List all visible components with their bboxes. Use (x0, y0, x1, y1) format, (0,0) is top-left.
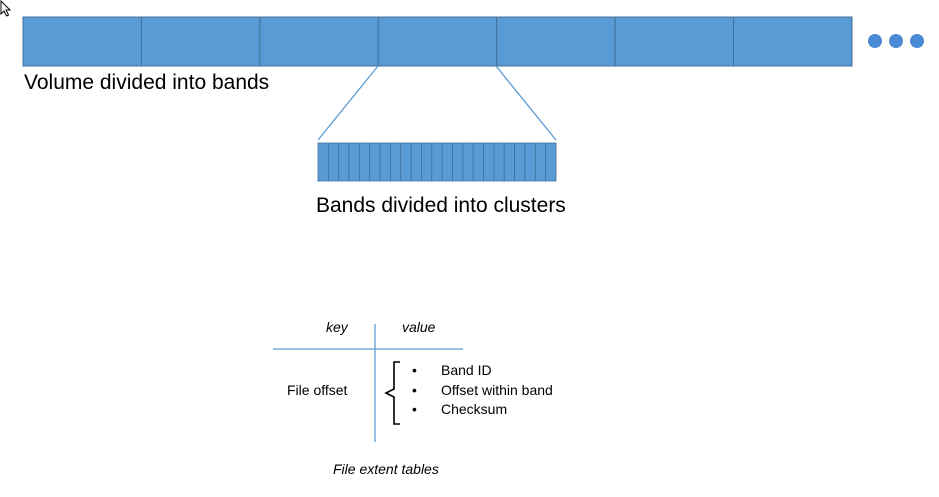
cluster-cell (358, 142, 371, 182)
dot (889, 34, 903, 48)
cluster-cell (327, 142, 340, 182)
curly-brace-icon (384, 361, 400, 425)
cluster-cell (400, 142, 412, 182)
cluster-cell (348, 142, 360, 182)
zoom-line-right (495, 65, 557, 141)
table-caption: File extent tables (333, 461, 439, 477)
cluster-cell (534, 142, 547, 182)
cluster-cell (317, 142, 329, 182)
table-value-list: Band ID Offset within band Checksum (412, 361, 553, 420)
cluster-cell (514, 142, 526, 182)
cluster-cell (483, 142, 495, 182)
band-cell (614, 16, 735, 67)
ellipsis-dots-icon (868, 34, 924, 48)
band-cell (377, 16, 498, 67)
zoom-connector-lines (317, 65, 557, 141)
dot (910, 34, 924, 48)
cluster-cell (452, 142, 464, 182)
cluster-cell (524, 142, 536, 182)
table-key-header: key (326, 319, 348, 335)
table-value-header: value (402, 319, 436, 335)
clusters-caption: Bands divided into clusters (316, 194, 566, 217)
volume-caption: Volume divided into bands (24, 71, 270, 94)
cluster-strip (317, 142, 557, 182)
table-key-cell: File offset (287, 382, 348, 398)
cluster-cell (338, 142, 350, 182)
band-cell (22, 16, 142, 67)
band-cell (259, 16, 379, 67)
list-item: Checksum (412, 400, 553, 420)
cluster-cell (545, 142, 557, 182)
cluster-cell (369, 142, 381, 182)
cluster-cell (410, 142, 422, 182)
cluster-cell (503, 142, 516, 182)
extent-table-grid (273, 324, 463, 442)
list-item: Band ID (412, 361, 553, 381)
cluster-cell (441, 142, 453, 182)
dot (868, 34, 882, 48)
cluster-cell (462, 142, 474, 182)
band-cell (496, 16, 616, 67)
band-cell (140, 16, 261, 67)
list-item: Offset within band (412, 381, 553, 401)
band-cell (733, 16, 853, 67)
zoom-line-left (317, 65, 379, 141)
volume-band-strip (22, 16, 853, 67)
cluster-cell (390, 142, 402, 182)
cluster-cell (379, 142, 391, 182)
cluster-cell (421, 142, 433, 182)
mouse-pointer-icon (0, 0, 12, 17)
cluster-cell (431, 142, 443, 182)
cluster-cell (493, 142, 505, 182)
cluster-cell (472, 142, 484, 182)
